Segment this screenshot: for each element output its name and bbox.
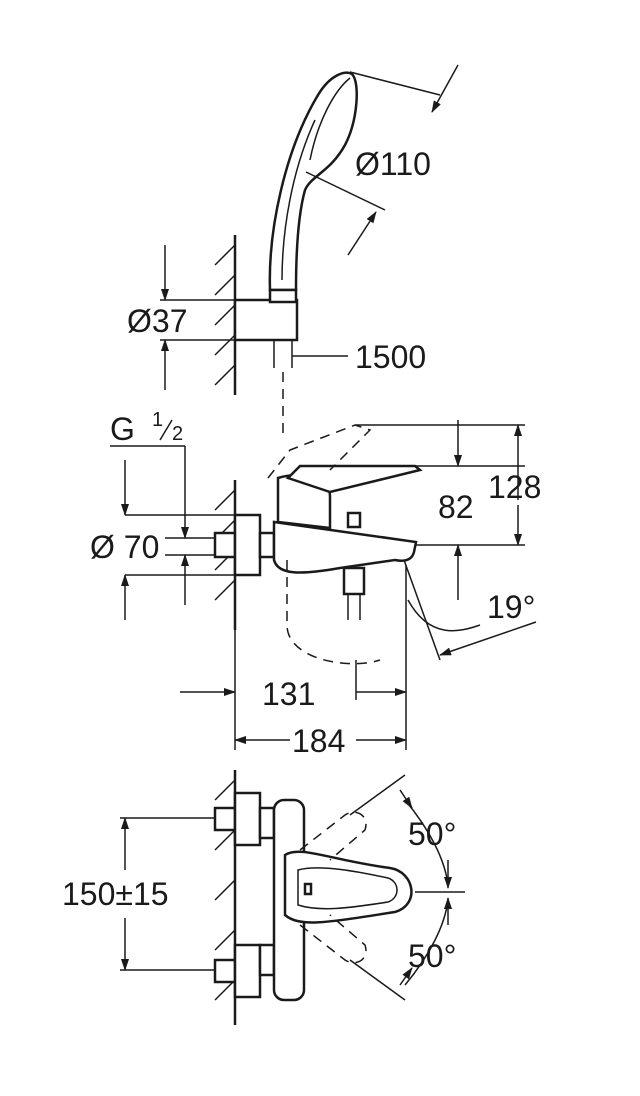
hand-shower-view: Ø110 Ø37 1500 [127,64,459,440]
mixer-body [272,520,418,574]
hand-shower-inner [281,119,316,281]
front-lever-mark [303,882,313,896]
shower-hose-nut [268,288,298,304]
upper-escutcheon [233,791,262,847]
hose-connector [342,566,366,596]
spout-angle-label: 19° [487,589,535,625]
shower-holder [233,298,299,342]
lever-rotated-down [299,914,367,964]
lever-rotated-up [299,811,367,861]
connector-nut [258,531,276,559]
wall-hatch-bottom [214,779,236,1001]
thread-main-label: G [110,411,135,447]
escutcheon [233,513,262,577]
lever-angle-bottom-label: 50° [408,938,456,974]
thread-num-label: 1 [152,409,163,431]
shower-diameter-label: Ø110 [355,146,431,182]
total-projection-label: 184 [292,723,345,759]
front-lever [283,850,413,924]
front-lever-inner [297,867,398,910]
mixer-front-view: 50° 50° 150±15 [62,770,465,1025]
lever-angle-top-label: 50° [408,816,456,852]
upper-connector [258,806,276,840]
diverter-knob [346,511,362,529]
height-spout-label: 82 [438,489,474,525]
body-diameter-label: Ø 70 [90,529,159,565]
holder-diameter-label: Ø37 [127,303,187,339]
hose-length-label: 1500 [355,339,426,375]
hand-shower-face [309,77,351,161]
thread-den-label: 2 [172,423,183,445]
inlet-spacing-label: 150±15 [62,876,169,912]
height-total-label: 128 [488,469,541,505]
lower-escutcheon [233,943,262,999]
upper-inlet-nut [213,806,237,832]
lower-inlet-nut [213,958,237,984]
inlet-nut [213,531,237,559]
wall-hatch-top [214,244,236,386]
spout-projection-label: 131 [262,676,315,712]
mixer-lever [285,464,423,494]
hand-shower-head [268,71,358,292]
mixer-side-view: 128 82 19° G 1 2 Ø 70 131 184 [90,409,541,759]
spout-swing-path [286,560,381,665]
lower-connector [258,943,276,977]
